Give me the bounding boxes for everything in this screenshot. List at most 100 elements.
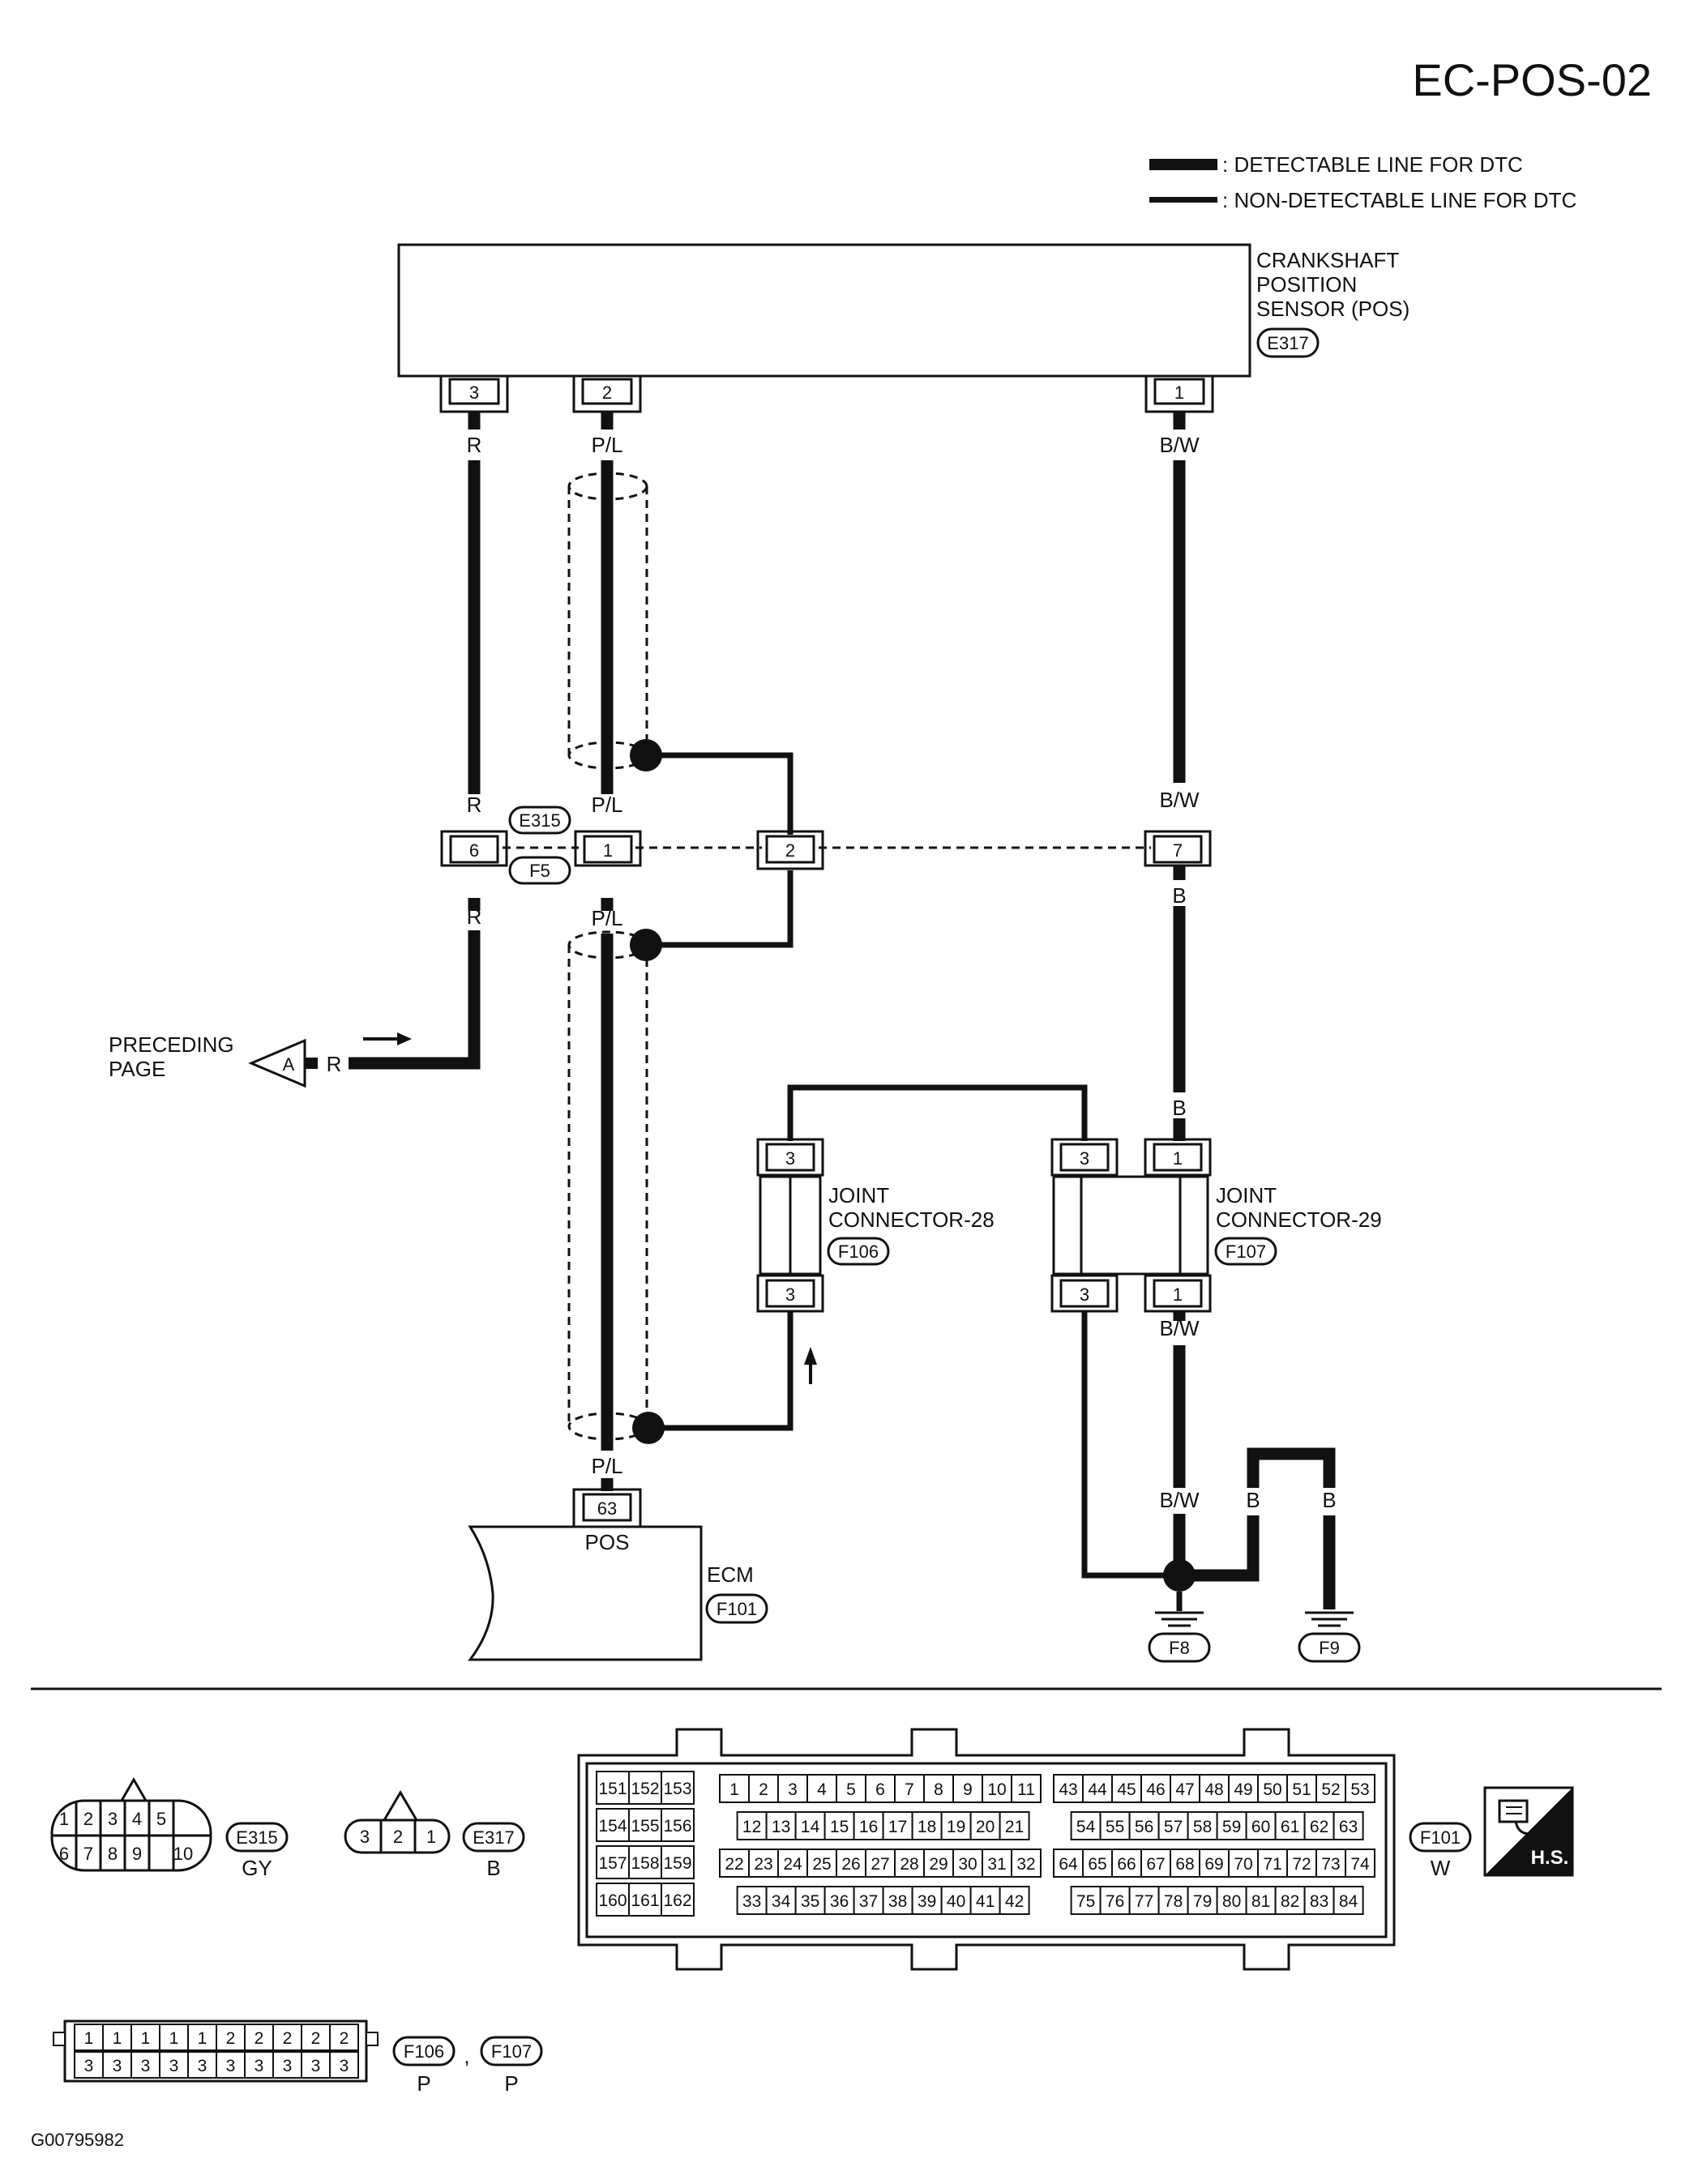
- svg-text:7: 7: [83, 1844, 93, 1864]
- preceding-wire-label: R: [327, 1052, 342, 1076]
- joint-view-pin-label: 1: [141, 2029, 151, 2048]
- f101-pin-label: 15: [830, 1818, 849, 1836]
- f101-pin-label: 66: [1117, 1855, 1136, 1874]
- f101-pin: [853, 1886, 884, 1915]
- joint-connector-29: 3 1 3 1 JOINT CONNECTOR-29 F107: [1050, 1138, 1382, 1313]
- f101-pin: [1228, 1848, 1259, 1878]
- f101-pin-label: 24: [783, 1855, 802, 1874]
- preceding-page-reference: PRECEDING PAGE A R: [109, 1032, 412, 1088]
- f101-pin: [882, 1811, 913, 1840]
- joint-view-pin-label: 1: [198, 2029, 207, 2048]
- f101-pin-label: 61: [1281, 1818, 1299, 1836]
- f101-pin: [940, 1811, 972, 1840]
- f101-pin-label: 21: [1005, 1818, 1024, 1836]
- preceding-label-line2: PAGE: [109, 1057, 165, 1081]
- f101-pin: [806, 1774, 837, 1803]
- f101-pin: [836, 1774, 866, 1803]
- f101-pin-label: 37: [859, 1892, 878, 1911]
- f101-pin: [1286, 1848, 1317, 1878]
- footer-code: G00795982: [31, 2130, 124, 2150]
- joint-view-latch: [366, 2032, 379, 2046]
- f101-pin: [1303, 1886, 1335, 1915]
- legend-detectable-label: : DETECTABLE LINE FOR DTC: [1222, 152, 1523, 177]
- f101-pin-label: 14: [801, 1818, 820, 1836]
- f101-pin-label: 41: [976, 1892, 995, 1911]
- joint-view-pin-label: 3: [169, 2057, 179, 2075]
- wire-label-bw-top: B/W: [1159, 433, 1200, 457]
- joint-view-pin: [130, 2024, 160, 2051]
- joint28-connector-id: F106: [838, 1242, 879, 1262]
- ecm-signal-label: POS: [585, 1530, 630, 1554]
- shield-upper-drain-dot: [630, 739, 662, 771]
- f101-pin-label: 11: [1017, 1780, 1035, 1799]
- f101-pin-label: 162: [663, 1891, 691, 1910]
- f101-pin-label: 35: [801, 1892, 819, 1911]
- f101-pin: [1333, 1886, 1364, 1915]
- wire-label-pl-bottom: P/L: [591, 1454, 622, 1478]
- f101-pin-label: 71: [1263, 1855, 1281, 1874]
- f101-pin: [1228, 1774, 1259, 1803]
- f101-pin-label: 157: [598, 1854, 627, 1873]
- e317-view-id: E317: [473, 1827, 514, 1848]
- shield-upper: [567, 472, 794, 835]
- f101-pin-label: 13: [772, 1818, 790, 1836]
- f101-pin-label: 9: [963, 1780, 973, 1799]
- f101-pin: [1345, 1848, 1375, 1878]
- f101-pin: [1140, 1774, 1171, 1803]
- f101-pin: [736, 1886, 768, 1915]
- f101-pin-label: 44: [1088, 1780, 1107, 1799]
- sensor-connector-id: E317: [1267, 333, 1308, 353]
- wire-label-bw-bottom: B/W: [1159, 1488, 1200, 1512]
- connector-view-e315: 1 2 3 4 5 6 7 8 9 10 E315 GY: [50, 1776, 289, 1880]
- f101-pin-label: 51: [1292, 1780, 1311, 1799]
- f101-pin-label: 83: [1310, 1892, 1328, 1911]
- preceding-arrow-icon: [248, 1038, 306, 1088]
- e315-view-color: GY: [242, 1856, 272, 1880]
- f101-pin-label: 49: [1234, 1780, 1252, 1799]
- f101-pin-label: 55: [1106, 1818, 1124, 1836]
- f101-pin: [765, 1811, 797, 1840]
- f101-pin: [661, 1808, 695, 1842]
- f101-pin: [736, 1811, 768, 1840]
- joint-view-pin-label: 3: [198, 2057, 207, 2075]
- wire-label-r-mid: R: [467, 793, 482, 817]
- f101-pin-label: 72: [1292, 1855, 1311, 1874]
- f101-pin: [1315, 1774, 1346, 1803]
- f101-pin: [719, 1848, 750, 1878]
- joint-view-pin: [329, 2024, 359, 2051]
- f101-pin: [1157, 1811, 1189, 1840]
- f101-pin-label: 23: [754, 1855, 772, 1874]
- f101-pin-label: 7: [905, 1780, 914, 1799]
- f101-pin: [1128, 1811, 1160, 1840]
- f101-pin: [1099, 1886, 1131, 1915]
- connector-view-e317: 3 2 1 E317 B: [344, 1790, 525, 1880]
- joint-view-pin-label: 2: [226, 2029, 236, 2048]
- wire-label-bw-mid: B/W: [1159, 788, 1200, 812]
- f101-pin-label: 47: [1175, 1780, 1194, 1799]
- joint-link-wire: [787, 1084, 1088, 1141]
- ecm-body: [468, 1525, 703, 1661]
- f101-pin-label: 80: [1222, 1892, 1241, 1911]
- sensor-body: [397, 243, 1251, 378]
- svg-text:3: 3: [469, 383, 479, 403]
- f101-pin: [596, 1883, 630, 1917]
- f101-pin-label: 59: [1222, 1818, 1241, 1836]
- f101-pin: [999, 1886, 1030, 1915]
- joint-view-pin-label: 1: [84, 2029, 94, 2048]
- sensor-connector-badge: [1256, 327, 1320, 358]
- svg-text:10: 10: [173, 1844, 193, 1864]
- wire-label-b-mid: B: [1172, 883, 1186, 908]
- wire-label-bw-lower: B/W: [1159, 1316, 1200, 1340]
- f101-pin-label: 19: [947, 1818, 965, 1836]
- wire-label-r-bottom: R: [467, 904, 482, 929]
- svg-text:6: 6: [469, 840, 479, 861]
- f101-pin-label: 40: [947, 1892, 965, 1911]
- inline-connector-lower-id: F5: [529, 861, 550, 881]
- f101-pin-label: 155: [631, 1817, 659, 1836]
- wire-pl: P/L P/L P/L P/L: [591, 412, 623, 1491]
- f101-pin-label: 33: [742, 1892, 761, 1911]
- f101-pin-label: 53: [1350, 1780, 1369, 1799]
- joint-view-pin-label: 1: [169, 2029, 179, 2048]
